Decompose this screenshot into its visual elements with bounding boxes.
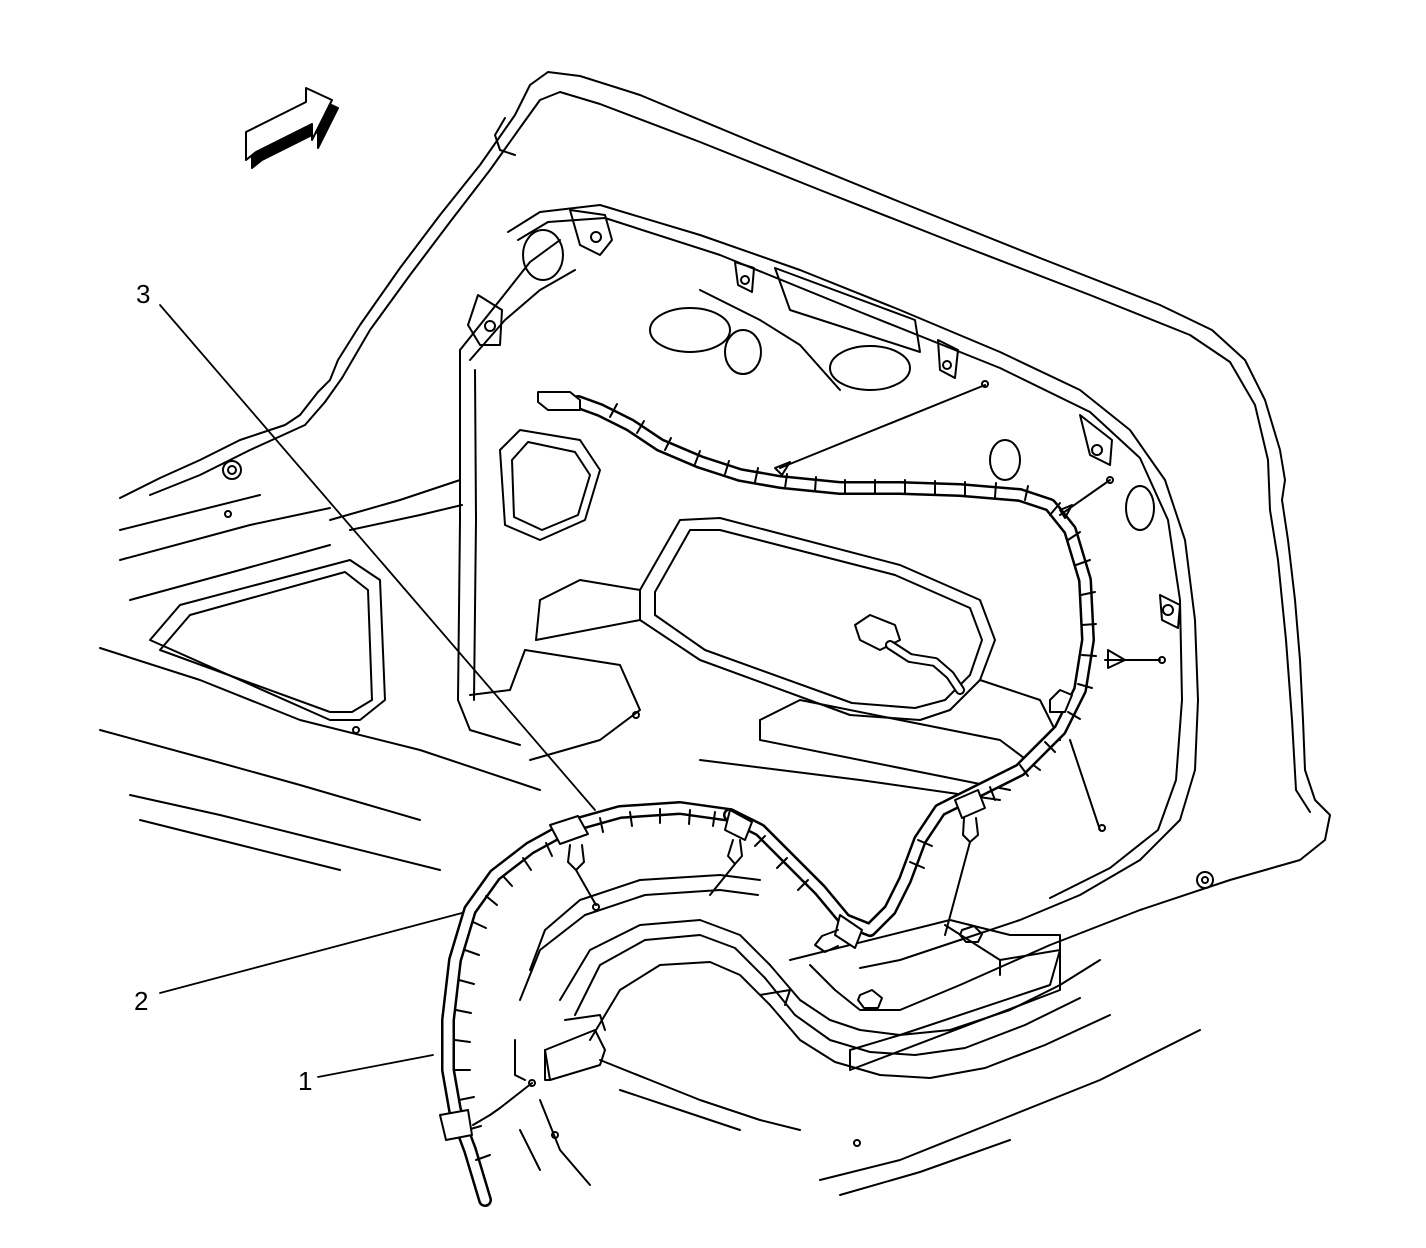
callout-1-leader xyxy=(317,1054,434,1078)
clip-bracket xyxy=(514,1014,606,1081)
direction-arrow-icon xyxy=(245,87,339,169)
trunk-lid-outer-panel xyxy=(119,71,1331,1011)
callout-3-leader xyxy=(159,304,596,811)
inner-ribs xyxy=(457,267,1061,801)
pin-leader-lines xyxy=(499,380,1166,1109)
lower-left-panel xyxy=(99,460,640,871)
callout-2-leader xyxy=(159,912,463,994)
callout-2: 2 xyxy=(134,986,148,1016)
callout-3: 3 xyxy=(136,279,150,309)
trunk-lid-inner-cavity xyxy=(329,204,1199,969)
callout-leaders xyxy=(159,304,596,1078)
lightening-holes xyxy=(499,229,1155,541)
latch-bracket xyxy=(759,919,1061,1071)
callout-1: 1 xyxy=(298,1066,312,1096)
wiring-harness xyxy=(439,391,1097,1207)
mounting-bosses xyxy=(467,209,1181,629)
